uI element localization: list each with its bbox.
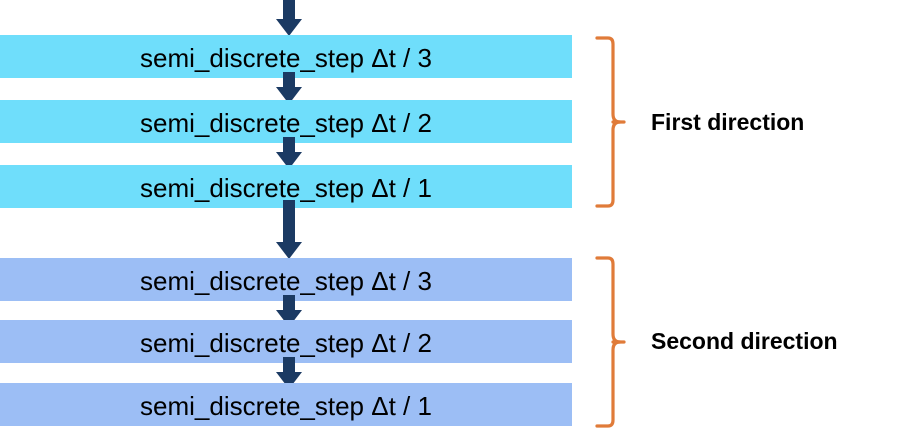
step-bar-label: semi_discrete_step Δt / 1 — [140, 172, 432, 203]
bracket-second-direction — [594, 256, 626, 428]
step-bar-label: semi_discrete_step Δt / 1 — [140, 390, 432, 421]
label-second-direction: Second direction — [651, 328, 838, 354]
step-bar-second-3[interactable]: semi_discrete_step Δt / 1 — [0, 383, 572, 426]
step-bar-label: semi_discrete_step Δt / 3 — [140, 265, 432, 296]
label-first-direction: First direction — [651, 109, 805, 135]
step-bar-second-2[interactable]: semi_discrete_step Δt / 2 — [0, 320, 572, 363]
step-bar-first-1[interactable]: semi_discrete_step Δt / 3 — [0, 35, 572, 78]
arrow-between-directions-icon — [276, 200, 302, 260]
arrow-into-first-step-icon — [276, 0, 302, 38]
bracket-first-direction — [594, 36, 626, 208]
arrow-second-step-to-third-step-icon — [276, 137, 302, 169]
step-bar-first-2[interactable]: semi_discrete_step Δt / 2 — [0, 100, 572, 143]
arrow-first-step-to-second-step-icon — [276, 72, 302, 104]
step-bar-label: semi_discrete_step Δt / 3 — [140, 42, 432, 73]
step-bar-label: semi_discrete_step Δt / 2 — [140, 327, 432, 358]
step-bar-label: semi_discrete_step Δt / 2 — [140, 107, 432, 138]
step-bar-second-1[interactable]: semi_discrete_step Δt / 3 — [0, 258, 572, 301]
